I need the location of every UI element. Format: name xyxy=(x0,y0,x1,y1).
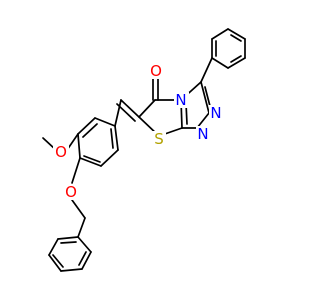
benzyloxy-oxygen-label: O xyxy=(65,183,77,201)
sulfur-label: S xyxy=(154,130,164,148)
benzyloxy-group xyxy=(71,157,86,238)
atom-label-benzyloxy-oxygen: O xyxy=(63,183,79,201)
atom-label-triazole-nitrogen-2: N xyxy=(196,125,211,143)
phenyl-ring-top xyxy=(211,28,246,69)
atom-label-ring-nitrogen: N xyxy=(174,91,189,109)
atom-label-carbonyl-oxygen: O xyxy=(148,62,164,80)
methoxy-oxygen-label: O xyxy=(55,143,67,161)
atom-label-sulfur: S xyxy=(152,130,166,148)
ring-nitrogen-label: N xyxy=(175,91,186,109)
triazole-nitrogen-2-label: N xyxy=(197,125,208,143)
phenyl-ring-bottom xyxy=(48,236,92,272)
methoxy-phenyl-ring xyxy=(77,99,122,167)
structure-svg: O N N N S O O xyxy=(42,28,246,272)
atom-label-methoxy-oxygen: O xyxy=(53,143,69,161)
carbonyl-oxygen-label: O xyxy=(150,62,162,80)
atom-label-triazole-nitrogen-1: N xyxy=(209,104,224,122)
triazole-nitrogen-1-label: N xyxy=(210,104,221,122)
bond-phenyl-triazole xyxy=(200,57,213,83)
molecule-structure-diagram: O N N N S O O xyxy=(42,28,246,272)
